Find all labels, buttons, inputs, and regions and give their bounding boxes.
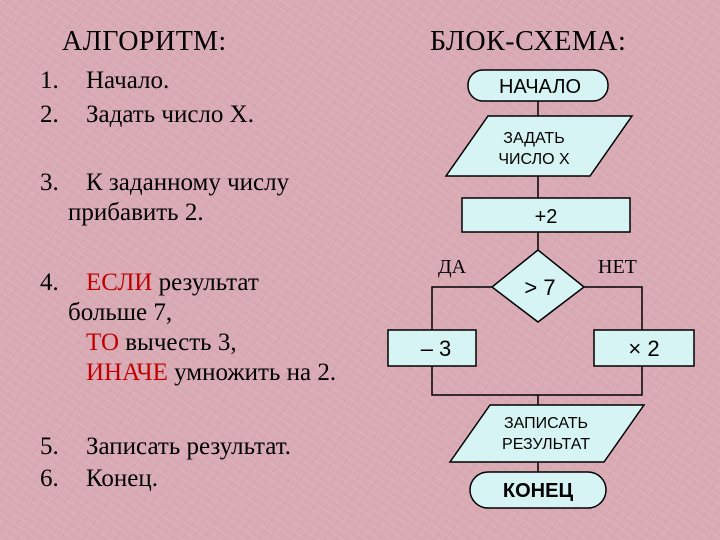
algorithm-step-line: 5. Записать результат.: [40, 432, 291, 462]
algorithm-step-number: 4.: [40, 269, 59, 296]
flow-connectors: [431, 101, 643, 472]
connector-decision-yes: [431, 286, 492, 330]
algorithm-step-line: ТО вычесть 3,: [40, 328, 336, 358]
end-terminal: [469, 471, 607, 509]
decision-diamond: [490, 249, 586, 323]
output-parallelogram: [448, 404, 646, 463]
algorithm-step-text: вычесть 3,: [119, 329, 237, 356]
algorithm-step-text: прибавить 2.: [68, 199, 204, 226]
yes-label: ДА: [438, 256, 467, 278]
yes-action-rect: [387, 329, 477, 367]
process-rect: [461, 197, 631, 233]
algorithm-step-text: Записать результат.: [86, 433, 292, 460]
algorithm-step-text: Конец.: [86, 465, 159, 492]
algorithm-step-line: ИНАЧЕ умножить на 2.: [40, 358, 336, 388]
start-label: НАЧАЛО: [499, 76, 581, 98]
input-label-line2: ЧИСЛО Х: [498, 151, 570, 168]
algorithm-step: 5. Записать результат.: [40, 432, 291, 462]
start-terminal: [467, 69, 609, 102]
no-action-rect: [593, 329, 695, 367]
algorithm-step: 2. Задать число Х.: [40, 100, 254, 130]
output-label-line2: РЕЗУЛЬТАТ: [502, 436, 590, 453]
output-label-line1: ЗАПИСАТЬ: [504, 415, 588, 432]
algorithm-step-line: больше 7,: [40, 298, 336, 328]
algorithm-step-number: 5.: [40, 433, 59, 460]
algorithm-step: 6. Конец.: [40, 464, 158, 494]
algorithm-step-line: 6. Конец.: [40, 464, 158, 494]
flow-shapes: [387, 69, 695, 509]
connector-merge: [431, 366, 643, 396]
algorithm-step-text: Задать число Х.: [86, 101, 254, 128]
algorithm-step-number: 6.: [40, 465, 59, 492]
end-label: КОНЕЦ: [503, 480, 574, 502]
process-label: +2: [535, 206, 558, 228]
algorithm-keyword: ТО: [86, 329, 119, 356]
algorithm-step-number: 3.: [40, 169, 59, 196]
algorithm-step: 3. К заданному числу прибавить 2.: [40, 168, 289, 228]
algorithm-step: 1. Начало.: [40, 66, 169, 96]
algorithm-step-line: 4. ЕСЛИ результат: [40, 268, 336, 298]
algorithm-step-text: умножить на 2.: [167, 359, 337, 386]
decision-label: > 7: [524, 275, 555, 300]
algorithm-step-line: 1. Начало.: [40, 66, 169, 96]
flowchart-heading: БЛОК-СХЕМА:: [430, 26, 627, 57]
algorithm-heading: АЛГОРИТМ:: [62, 26, 227, 57]
no-label: НЕТ: [598, 256, 637, 278]
input-label-line1: ЗАДАТЬ: [503, 130, 564, 147]
algorithm-step-line: 2. Задать число Х.: [40, 100, 254, 130]
algorithm-step-line: прибавить 2.: [40, 198, 289, 228]
algorithm-keyword: ЕСЛИ: [86, 269, 153, 296]
algorithm-step-text: больше 7,: [68, 299, 173, 326]
algorithm-step-text: результат: [152, 269, 259, 296]
connector-decision-no: [584, 286, 643, 330]
algorithm-step-text: Начало.: [86, 67, 170, 94]
flow-labels: НАЧАЛО ЗАДАТЬ ЧИСЛО Х +2 > 7 ДА НЕТ – 3 …: [421, 76, 660, 502]
algorithm-step-text: К заданному числу: [86, 169, 290, 196]
yes-action-label: – 3: [421, 336, 452, 361]
algorithm-keyword: ИНАЧЕ: [86, 359, 168, 386]
input-parallelogram: [444, 115, 634, 177]
algorithm-step-number: 2.: [40, 101, 59, 128]
algorithm-step-line: 3. К заданному числу: [40, 168, 289, 198]
no-action-label: × 2: [628, 336, 659, 361]
algorithm-step-number: 1.: [40, 67, 59, 94]
